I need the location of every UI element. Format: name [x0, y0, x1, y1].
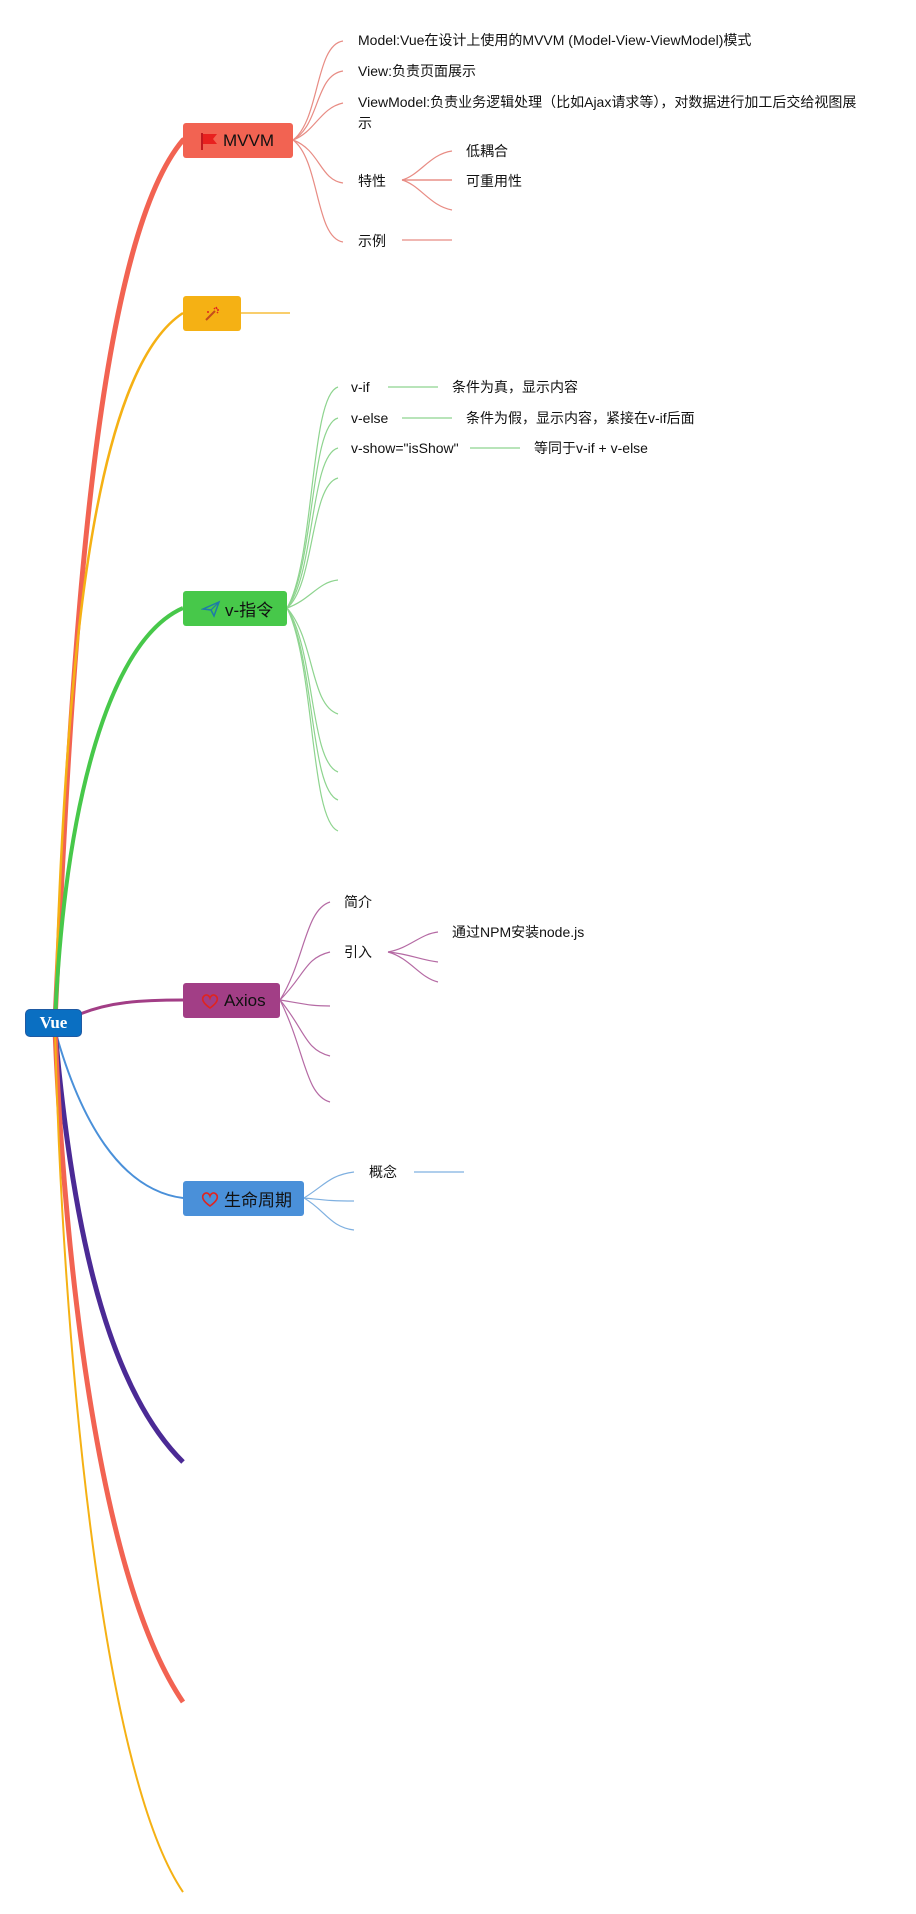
branch-line-vdirective [53, 606, 184, 1022]
branch-line-extra-3 [54, 1029, 184, 1893]
axios-intro-text: 简介 [344, 894, 372, 910]
axios-import-text: 引入 [344, 944, 372, 960]
branch-line-axios [79, 998, 184, 1016]
mvvm-features-text: 特性 [358, 173, 386, 189]
mvvm-reusable-text: 可重用性 [466, 173, 522, 189]
red-flag-icon [199, 131, 219, 151]
branch-line-extra-2 [52, 1029, 186, 1704]
mvvm-model-text: Model:Vue在设计上使用的MVVM (Model-View-ViewMod… [358, 32, 752, 48]
mvvm-view-text: View:负责页面展示 [358, 63, 476, 79]
branch-node-lifecycle[interactable]: 生命周期 [183, 1181, 304, 1216]
heart-icon [200, 991, 220, 1011]
vdirective-velse-text: v-else [351, 410, 389, 426]
branch-node-axios[interactable]: Axios [183, 983, 280, 1018]
mvvm-viewmodel-text: ViewModel:负责业务逻辑处理（比如Ajax请求等），对数据进行加工后交给… [358, 94, 857, 110]
vdirective-vshow-desc: 等同于v-if + v-else [534, 440, 648, 456]
branch-node-vdirective[interactable]: v-指令 [183, 591, 287, 626]
vdirective-vif-desc: 条件为真，显示内容 [452, 379, 578, 395]
vdirective-vshow-text: v-show="isShow" [351, 440, 459, 456]
mvvm-viewmodel-text-wrap: 示 [358, 115, 372, 131]
mvvm-example-text: 示例 [358, 233, 386, 249]
paper-plane-icon [201, 599, 221, 619]
root-node-vue[interactable]: Vue [25, 1009, 82, 1037]
branch-node-magic[interactable] [183, 296, 241, 331]
mvvm-low-coupling-text: 低耦合 [466, 143, 508, 159]
branch-line-mvvm [52, 137, 186, 1024]
heart-icon [200, 1189, 220, 1209]
magic-wand-icon [202, 304, 222, 324]
branch-line-magic [53, 311, 184, 1022]
axios-npm-text: 通过NPM安装node.js [452, 924, 585, 940]
lifecycle-concept-text: 概念 [369, 1164, 397, 1180]
vdirective-vif-text: v-if [351, 379, 370, 395]
vdirective-velse-desc: 条件为假，显示内容，紧接在v-if后面 [466, 410, 695, 426]
branch-line-lifecycle [54, 1029, 184, 1199]
branch-line-extra-1 [52, 1029, 185, 1464]
branch-node-mvvm[interactable]: MVVM [183, 123, 293, 158]
